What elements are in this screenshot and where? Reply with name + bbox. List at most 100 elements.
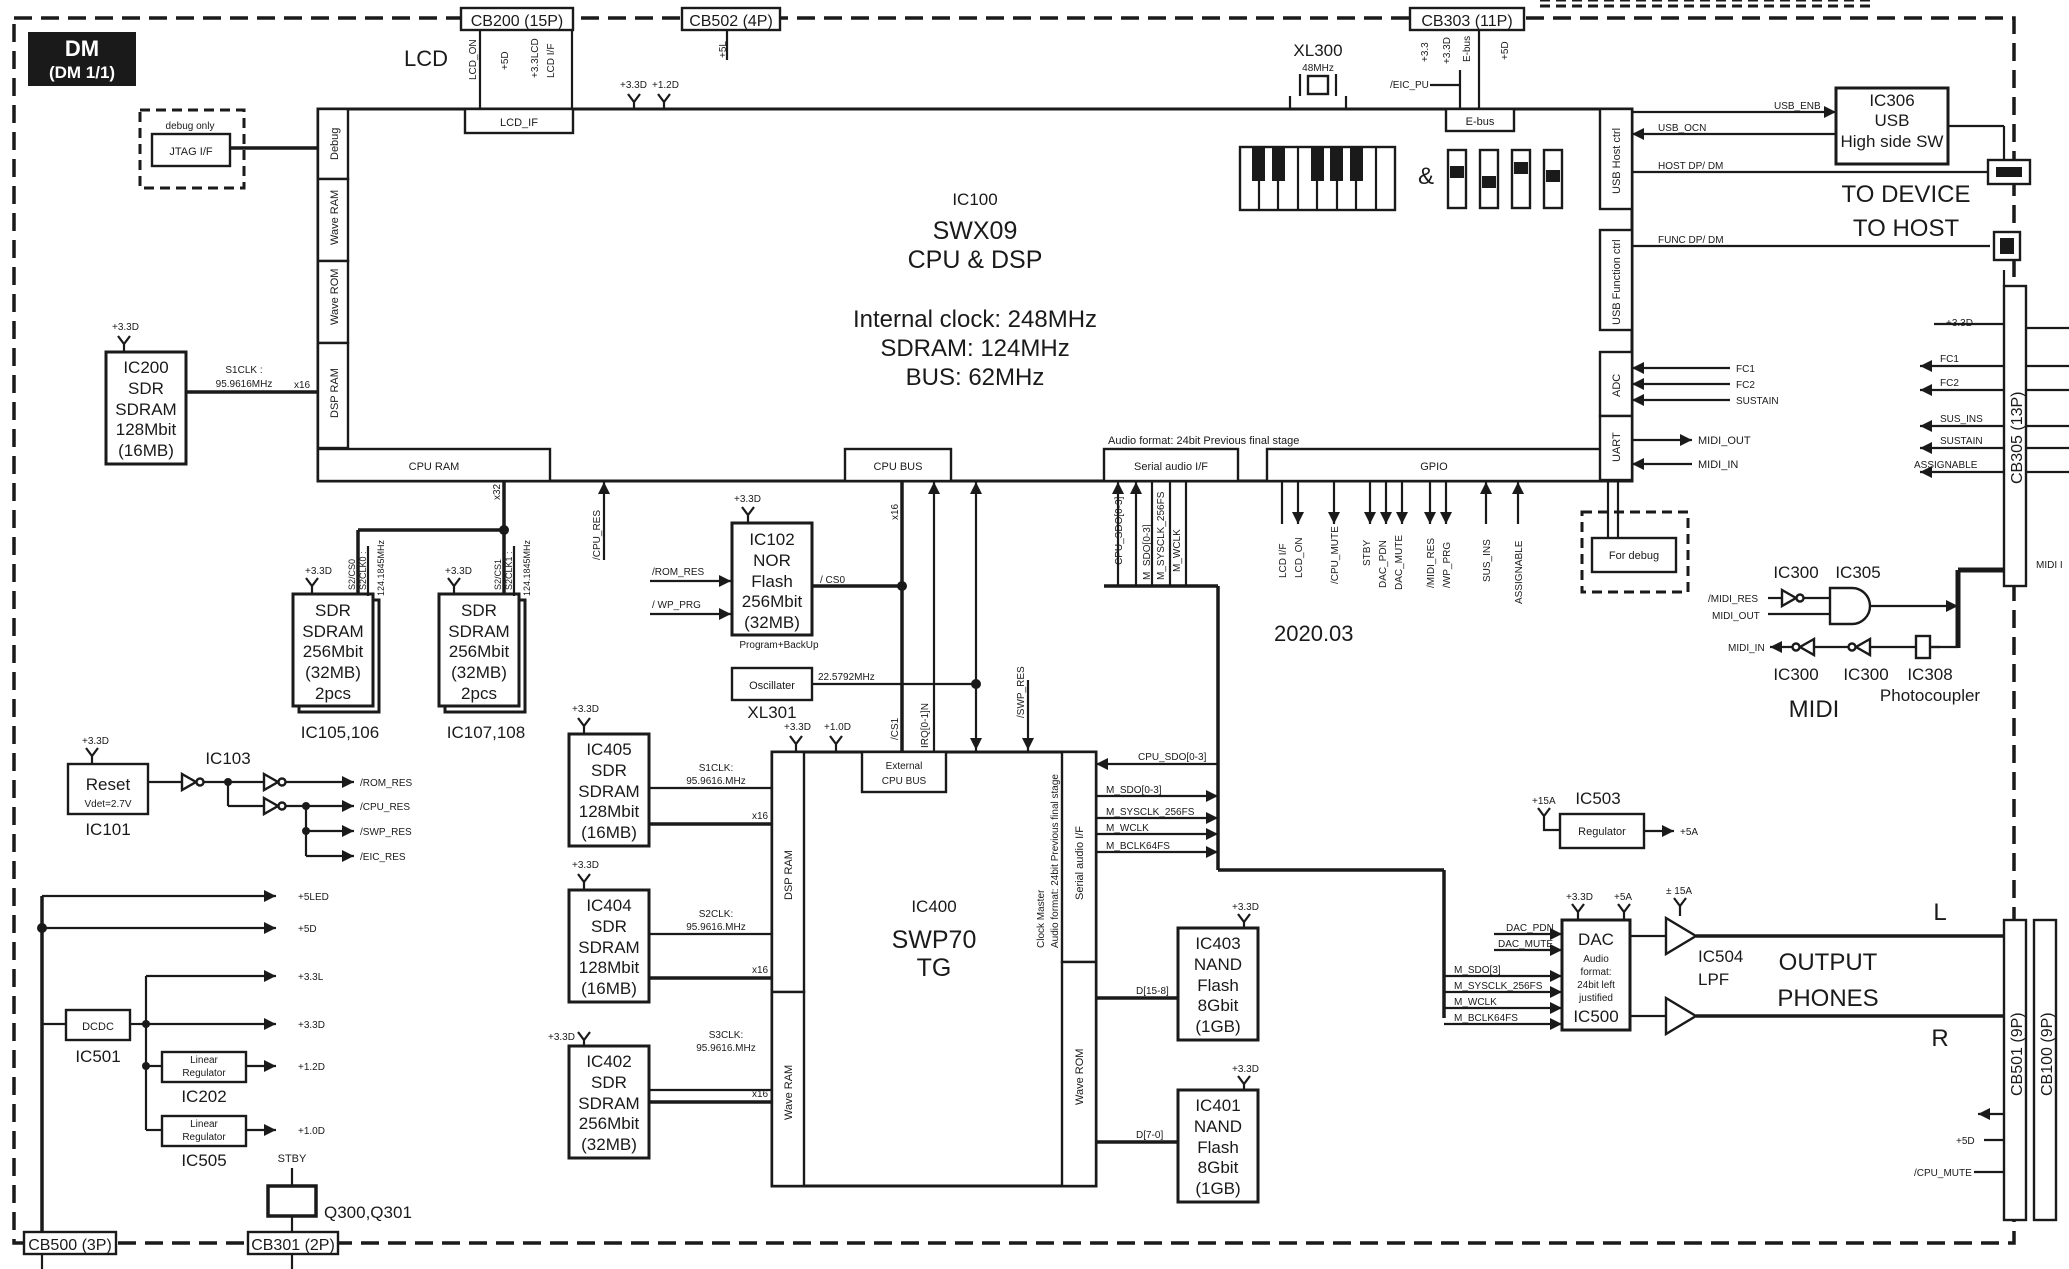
gpio-stby: STBY: [1362, 540, 1373, 566]
cpu-sdo-label: CPU_SDO[0-3]: [1114, 496, 1125, 565]
ic100-clock: Internal clock: 248MHz: [853, 306, 1097, 333]
keyboard-icon: [1238, 145, 1397, 212]
reset-swp-res: /SWP_RES: [360, 827, 412, 838]
ic100-sdram: SDRAM: 124MHz: [880, 335, 1069, 362]
cb303-5d: +5D: [1500, 41, 1511, 60]
reset-cpu-res: /CPU_RES: [360, 802, 410, 813]
uart-midi-out: MIDI_OUT: [1698, 435, 1751, 447]
ic503-ref: IC503: [1575, 789, 1620, 808]
output-l: L: [1933, 899, 1946, 926]
connector-cb502: CB502 (4P): [680, 6, 782, 32]
ic100-block: [316, 107, 1634, 483]
ic107-freq: 124.1845MHz: [522, 539, 532, 596]
for-debug-box: [1590, 536, 1678, 574]
ic402-l4: 256Mbit: [579, 1114, 640, 1133]
slider-icon: [1446, 148, 1564, 210]
ic402-l2: SDR: [591, 1073, 627, 1092]
ic403-ref: IC403: [1195, 934, 1240, 953]
m-bclk-ic400: M_BCLK64FS: [1106, 841, 1170, 852]
ic503-out: +5A: [1680, 827, 1698, 838]
stby-label: STBY: [278, 1153, 307, 1165]
ic102-ref: IC102: [749, 530, 794, 549]
ic403-bus: D[15-8]: [1136, 986, 1169, 997]
midi-out-label: MIDI_OUT: [1712, 611, 1760, 622]
jtag-box: [150, 132, 232, 168]
usb-ocn-label: USB_OCN: [1658, 123, 1706, 134]
ic405-l4: 128Mbit: [579, 802, 640, 821]
ic107-l5: 2pcs: [461, 684, 497, 703]
cb305-33d: +3.3D: [1946, 318, 1973, 329]
ic401-bus: D[7-0]: [1136, 1130, 1163, 1141]
ic400-wave-rom: Wave ROM: [1074, 1049, 1086, 1105]
ic404-ref: IC404: [586, 896, 631, 915]
cb305-fc2: FC2: [1940, 378, 1959, 389]
ic100-right-ports: USB Host ctrl USB Function ctrl ADC UART: [1598, 107, 1634, 482]
cb303-label: CB303 (11P): [1421, 13, 1512, 30]
dac-ref: IC500: [1573, 1007, 1618, 1026]
gpio-cpu-mute: /CPU_MUTE: [1330, 526, 1341, 584]
ic505-l2: Regulator: [182, 1132, 226, 1143]
power-12d: +1.2D: [298, 1062, 325, 1073]
for-debug-area: [1580, 510, 1690, 594]
board-frame: [12, 16, 2016, 1245]
ic400-ext-bus: [860, 750, 948, 794]
func-dp-label: FUNC DP/ DM: [1658, 235, 1724, 246]
ic402-rail: +3.3D: [548, 1032, 575, 1043]
connector-cb301: CB301 (2P): [246, 1230, 340, 1256]
dac-mute-label: DAC_MUTE: [1498, 939, 1553, 950]
ic100-bus: BUS: 62MHz: [906, 364, 1045, 391]
port-gpio: GPIO: [1420, 461, 1448, 473]
dac-m-sdo3: M_SDO[3]: [1454, 965, 1501, 976]
gpio-dac-mute: DAC_MUTE: [1394, 535, 1405, 590]
ic100-left-ports: Debug Wave RAM Wave ROM DSP RAM: [316, 107, 350, 450]
ic403-l2: NAND: [1194, 955, 1242, 974]
ic400-rail-10d: +1.0D: [824, 722, 851, 733]
ic100-name: SWX09: [933, 217, 1018, 245]
reset-eic-res: /EIC_RES: [360, 852, 406, 863]
port-ebus: [1444, 107, 1516, 133]
ic102-cs: / CS0: [820, 575, 845, 586]
cb502-5l: +5L: [718, 41, 729, 58]
ic107-l3: 256Mbit: [449, 642, 510, 661]
ic404-l4: 128Mbit: [579, 958, 640, 977]
ic105-l4: (32MB): [305, 663, 361, 682]
swp-res-label: /SWP_RES: [1016, 666, 1027, 718]
midi-res-label: /MIDI_RES: [1708, 594, 1758, 605]
cb305-label: CB305 (13P): [2009, 392, 2026, 485]
ic402-l3: SDRAM: [578, 1094, 639, 1113]
ic403-rail: +3.3D: [1232, 902, 1259, 913]
cb500-label: CB500 (3P): [28, 1237, 112, 1254]
dac-af2: format:: [1580, 967, 1611, 978]
ic202-block: [160, 1050, 248, 1084]
ic402-block: [567, 1044, 651, 1160]
dac-m-bclk: M_BCLK64FS: [1454, 1013, 1518, 1024]
power-33d: +3.3D: [298, 1020, 325, 1031]
for-debug-label: For debug: [1609, 550, 1659, 562]
ic400-ext-bus-1: External: [886, 761, 923, 772]
x32-label: x32: [492, 483, 503, 500]
ic503-label: Regulator: [1578, 826, 1626, 838]
connector-cb303: CB303 (11P): [1408, 6, 1526, 32]
ic105-l3: 256Mbit: [303, 642, 364, 661]
ic404-block: [567, 888, 651, 1004]
ic107-l1: SDR: [461, 601, 497, 620]
connector-cb100: [2032, 918, 2058, 1222]
dac-af1: Audio: [1583, 954, 1609, 965]
ic200-freq: 95.9616MHz: [216, 379, 273, 390]
ic405-freq: 95.9616.MHz: [686, 776, 745, 787]
cb303-ebus: E-bus: [1462, 36, 1473, 62]
ic107-rail: +3.3D: [445, 566, 472, 577]
reset-rom-res: /ROM_RES: [360, 778, 413, 789]
ic405-clk: S1CLK:: [699, 763, 733, 774]
ic404-bw: x16: [752, 965, 769, 976]
oscillator-ref: XL301: [747, 703, 796, 722]
power-5led: +5LED: [298, 892, 329, 903]
connector-cb500: CB500 (3P): [22, 1230, 118, 1256]
phones-title: PHONES: [1777, 985, 1878, 1012]
ic107-block: [437, 592, 527, 714]
gpio-assignable: ASSIGNABLE: [1514, 540, 1525, 604]
ic200-ref: IC200: [123, 358, 168, 377]
midi-ic300-b: IC300: [1773, 665, 1818, 684]
ic505-ref: IC505: [181, 1151, 226, 1170]
q300-ref: Q300,Q301: [324, 1203, 412, 1222]
